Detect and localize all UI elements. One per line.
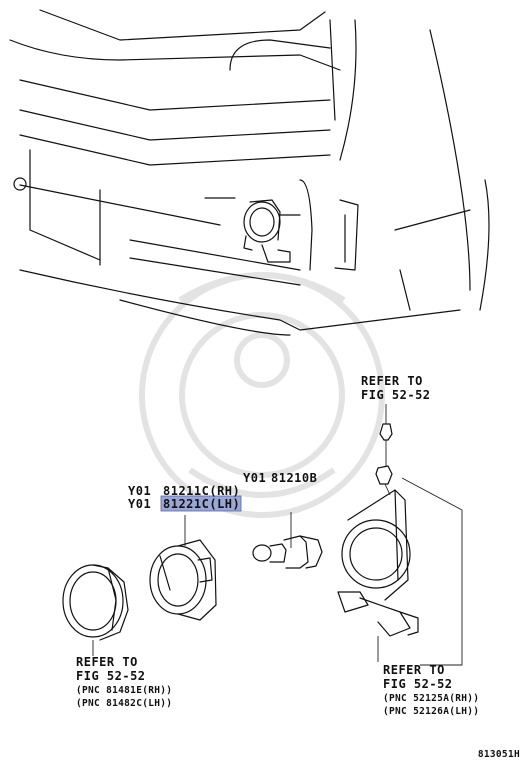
vehicle-front-bumper (9, 9, 490, 336)
refer-right-line2[interactable]: FIG 52-52 (383, 677, 453, 691)
refer-left-line1: REFER TO (76, 655, 138, 669)
refer-top-line2[interactable]: FIG 52-52 (361, 388, 431, 402)
fog-lamp-bracket (337, 404, 419, 637)
bulb-part-number[interactable]: 81210B (271, 471, 317, 485)
leader-lines (377, 477, 463, 666)
refer-top-line1: REFER TO (361, 374, 423, 388)
fog-lamp-assembly (149, 515, 217, 621)
fog-lamp-bulb (252, 512, 323, 569)
lamp-rh-part-number[interactable]: 81211C(RH) (163, 484, 240, 498)
refer-right-pnc2: (PNC 52126A(LH)) (383, 706, 479, 717)
watermark-emblem (139, 272, 385, 518)
refer-left-pnc1: (PNC 81481E(RH)) (76, 685, 172, 696)
lamp-lh-prefix: Y01 (128, 497, 151, 511)
bulb-prefix: Y01 (243, 471, 266, 485)
lh-part-highlight (160, 495, 242, 512)
refer-right-pnc1: (PNC 52125A(RH)) (383, 693, 479, 704)
refer-left-line2[interactable]: FIG 52-52 (76, 669, 146, 683)
fog-lamp-cover (62, 564, 129, 656)
diagram-code: 813051H (478, 749, 520, 760)
lamp-lh-part-number[interactable]: 81221C(LH) (163, 497, 240, 511)
lamp-rh-prefix: Y01 (128, 484, 151, 498)
refer-right-line1: REFER TO (383, 663, 445, 677)
refer-left-pnc2: (PNC 81482C(LH)) (76, 698, 172, 709)
